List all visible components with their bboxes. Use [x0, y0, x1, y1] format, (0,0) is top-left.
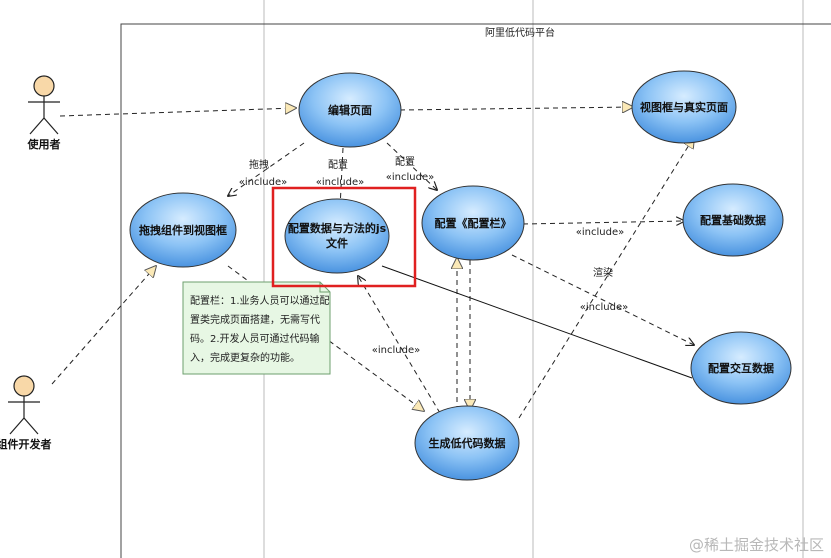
use-case-view-real-page: 视图框与真实页面	[631, 70, 737, 144]
label-include-panel: «include»	[386, 172, 434, 183]
use-case-config-data-label-1: 配置数据与方法的js	[288, 221, 387, 235]
lane-dividers	[263, 0, 804, 558]
label-config-b: 配置	[395, 156, 415, 168]
panel-to-interaction	[511, 254, 694, 345]
watermark: @稀土掘金技术社区	[689, 536, 824, 554]
use-case-generate-code-label: 生成低代码数据	[429, 436, 506, 450]
label-config-a: 配置	[328, 159, 348, 171]
edit-to-config-data	[340, 147, 343, 208]
use-case-config-panel: 配置《配置栏》	[421, 185, 525, 261]
label-render: 渲染	[593, 266, 613, 279]
highlight-box	[271, 186, 417, 288]
use-case-drag-component-label: 拖拽组件到视图框	[139, 223, 227, 237]
label-include-drag: «include»	[239, 177, 287, 188]
label-include-generate: «include»	[372, 345, 420, 356]
use-case-view-real-page-label: 视图框与真实页面	[640, 100, 728, 114]
boundary-title: 阿里低代码平台	[485, 26, 555, 39]
use-case-config-interaction-label: 配置交互数据	[708, 361, 774, 375]
note: 配置栏：1.业务人员可以通过配 置类完成页面搭建，无需写代 码。2.开发人员可通…	[182, 281, 331, 375]
dev-to-drag	[51, 266, 156, 385]
edit-to-config-panel	[386, 142, 437, 190]
use-case-edit-page-label: 编辑页面	[328, 103, 372, 117]
note-line-1: 配置栏：1.业务人员可以通过配	[190, 294, 330, 307]
label-include-config-data: «include»	[316, 177, 364, 188]
generate-to-view	[518, 137, 694, 419]
use-case-config-basic-label: 配置基础数据	[700, 213, 766, 227]
note-line-4: 入，完成更复杂的功能。	[190, 351, 300, 364]
note-line-2: 置类完成页面搭建，无需写代	[190, 313, 320, 326]
actor-user: 使用者	[27, 75, 61, 151]
label-include-basic: «include»	[576, 227, 624, 238]
edit-to-view	[399, 107, 633, 110]
use-case-config-basic: 配置基础数据	[682, 183, 784, 257]
use-case-config-panel-label: 配置《配置栏》	[435, 216, 512, 230]
use-case-generate-code: 生成低代码数据	[414, 405, 520, 481]
panel-to-basic	[522, 221, 684, 224]
label-include-interaction: «include»	[580, 302, 628, 313]
use-case-config-data-label-2: 文件	[326, 236, 348, 250]
system-boundary: 阿里低代码平台	[120, 23, 831, 558]
assoc-user-edit	[59, 108, 296, 117]
actor-developer-label: 组件开发者	[0, 437, 52, 451]
relation-labels: 拖拽 «include» 配置 «include» 配置 «include» «…	[239, 156, 628, 356]
note-line-3: 码。2.开发人员可通过代码输	[190, 332, 320, 345]
use-case-edit-page: 编辑页面	[298, 72, 402, 148]
edit-to-drag	[228, 142, 305, 196]
label-drag: 拖拽	[249, 158, 269, 171]
interaction-to-config-data	[381, 265, 693, 379]
use-case-config-data: 配置数据与方法的js 文件	[284, 198, 390, 274]
use-case-config-interaction: 配置交互数据	[690, 331, 792, 405]
actor-developer: 组件开发者	[0, 375, 52, 451]
use-case-drag-component: 拖拽组件到视图框	[129, 192, 237, 268]
actor-user-label: 使用者	[27, 137, 61, 151]
